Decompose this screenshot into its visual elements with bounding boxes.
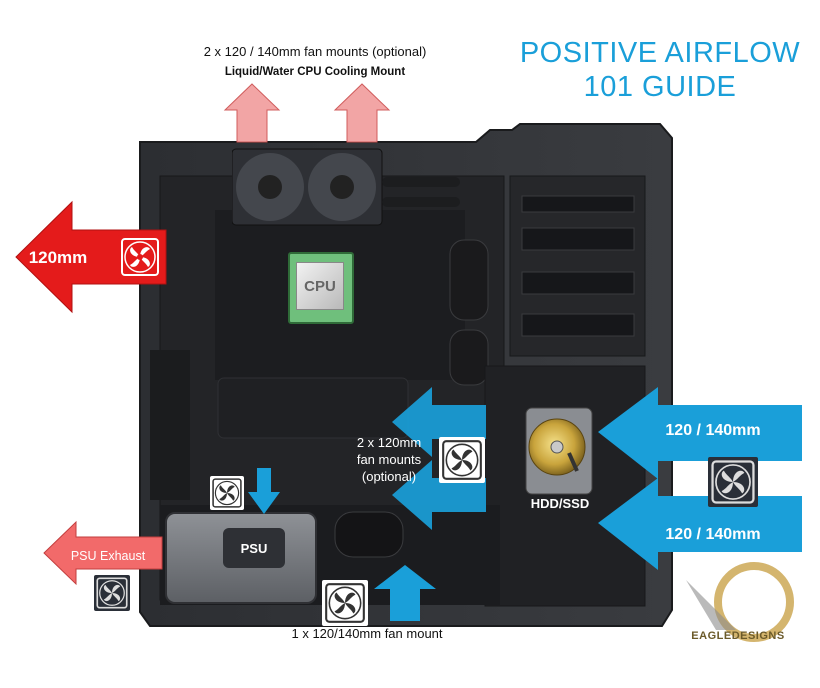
psu-fan-icon: [210, 476, 244, 510]
middle-mounts-caption: 2 x 120mm fan mounts (optional): [344, 434, 434, 485]
middle-fan-icon: [439, 437, 485, 483]
logo-text: EAGLEDESIGNS: [691, 630, 785, 642]
front-fan-icon: [708, 457, 758, 507]
middle-mounts-line-1: 2 x 120mm: [356, 435, 422, 450]
psu-label: PSU: [223, 528, 285, 568]
bottom-fan-icon: [322, 580, 368, 626]
rear-exhaust-label: 120mm: [28, 248, 88, 267]
eagle-designs-logo: [686, 562, 794, 642]
top-mounts-subcaption: Liquid/Water CPU Cooling Mount: [224, 66, 406, 78]
bottom-mount-caption: 1 x 120/140mm fan mount: [291, 626, 443, 641]
middle-mounts-line-3: (optional): [361, 469, 417, 484]
rear-fan-icon: [118, 235, 162, 279]
front-intake-top-label: 120 / 140mm: [665, 422, 761, 439]
bottom-intake-arrow: [374, 565, 436, 621]
front-intake-bottom-label: 120 / 140mm: [665, 526, 761, 543]
psu-exhaust-fan-icon: [94, 575, 130, 611]
page-title: POSITIVE AIRFLOW 101 GUIDE: [470, 36, 820, 104]
cpu-socket: CPU: [288, 252, 354, 324]
psu-unit: PSU: [165, 512, 317, 604]
hdd-illustration: [525, 407, 593, 495]
title-line-2: 101 GUIDE: [583, 71, 737, 103]
rear-exhaust-arrow: [15, 200, 167, 314]
psu-exhaust-label: PSU Exhaust: [70, 549, 146, 563]
top-mounts-caption: 2 x 120 / 140mm fan mounts (optional): [203, 44, 427, 59]
middle-intake-arrows: [392, 387, 486, 530]
hdd-label: HDD/SSD: [530, 496, 590, 511]
middle-mounts-line-2: fan mounts: [356, 452, 422, 467]
title-line-1: POSITIVE AIRFLOW: [519, 37, 801, 69]
cpu-label: CPU: [296, 262, 344, 310]
top-exhaust-arrows: [223, 83, 391, 143]
psu-exhaust-arrow: [43, 520, 163, 586]
psu-intake-arrow: [248, 468, 280, 514]
radiator: [232, 148, 460, 226]
